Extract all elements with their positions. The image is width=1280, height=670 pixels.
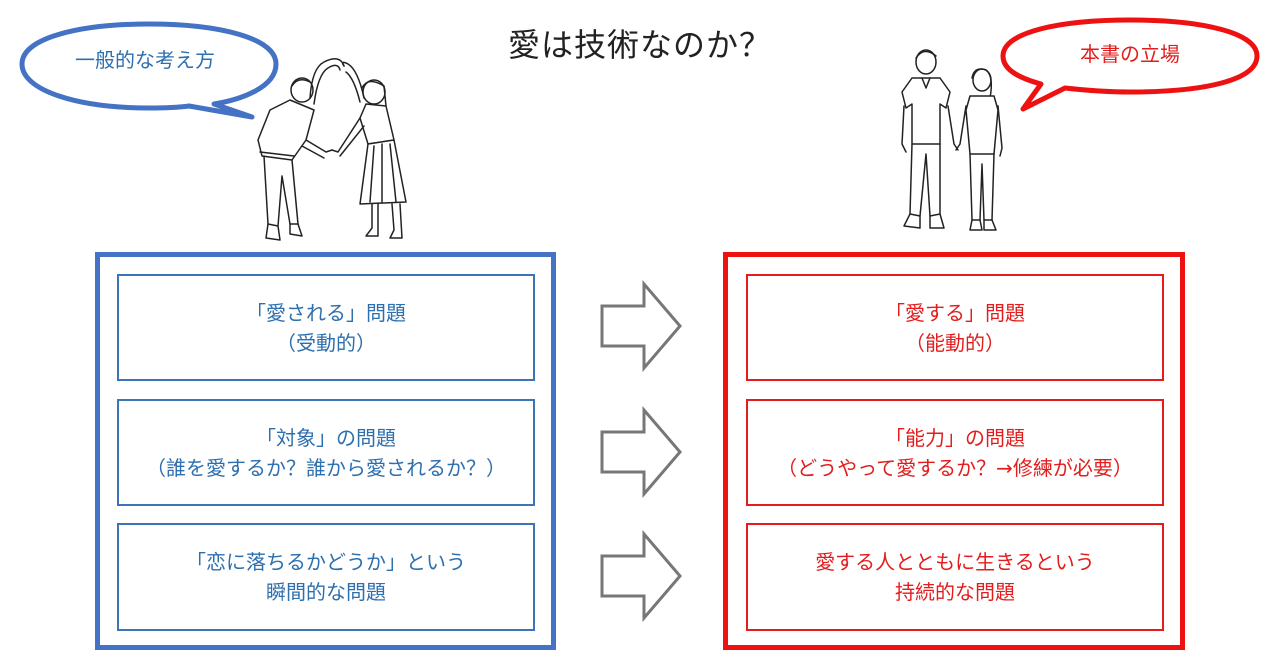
general-view-item-1: 「愛される」問題 （受動的） <box>117 274 535 381</box>
right-speech-bubble <box>1000 17 1260 112</box>
item-subtext: 持続的な問題 <box>895 580 1015 604</box>
item-heading: 「恋に落ちるかどうか」という <box>186 550 466 574</box>
right-bubble-label: 本書の立場 <box>1080 42 1180 66</box>
right-arrow-icon <box>600 280 682 372</box>
item-subtext: （どうやって愛するか？→修練が必要） <box>777 455 1133 480</box>
item-subtext: （誰を愛するか？誰から愛されるか？） <box>146 455 506 480</box>
book-stance-item-2: 「能力」の問題 （どうやって愛するか？→修練が必要） <box>746 399 1164 506</box>
left-bubble-label: 一般的な考え方 <box>75 48 215 72</box>
item-subtext: 瞬間的な問題 <box>266 580 386 604</box>
item-heading: 「能力」の問題 <box>885 425 1025 450</box>
item-heading: 「対象」の問題 <box>256 425 396 450</box>
right-arrow-icon <box>600 406 682 498</box>
item-subtext: （受動的） <box>276 330 376 355</box>
heart-pose-couple-illustration <box>257 58 407 241</box>
book-stance-frame <box>723 252 1185 650</box>
general-view-item-2: 「対象」の問題 （誰を愛するか？誰から愛されるか？） <box>117 399 535 506</box>
left-speech-bubble <box>19 21 279 120</box>
item-subtext: （能動的） <box>905 330 1005 355</box>
book-stance-item-3: 愛する人とともに生きるという 持続的な問題 <box>746 523 1164 631</box>
hand-holding-couple-illustration <box>901 49 1003 231</box>
page-title: 愛は技術なのか？ <box>507 26 772 64</box>
right-arrow-icon <box>600 530 682 622</box>
book-stance-item-1: 「愛する」問題 （能動的） <box>746 274 1164 381</box>
item-heading: 「愛する」問題 <box>885 300 1025 325</box>
general-view-frame <box>95 252 556 650</box>
general-view-item-3: 「恋に落ちるかどうか」という 瞬間的な問題 <box>117 523 535 631</box>
item-heading: 「愛される」問題 <box>246 300 406 325</box>
item-heading: 愛する人とともに生きるという <box>815 550 1095 574</box>
